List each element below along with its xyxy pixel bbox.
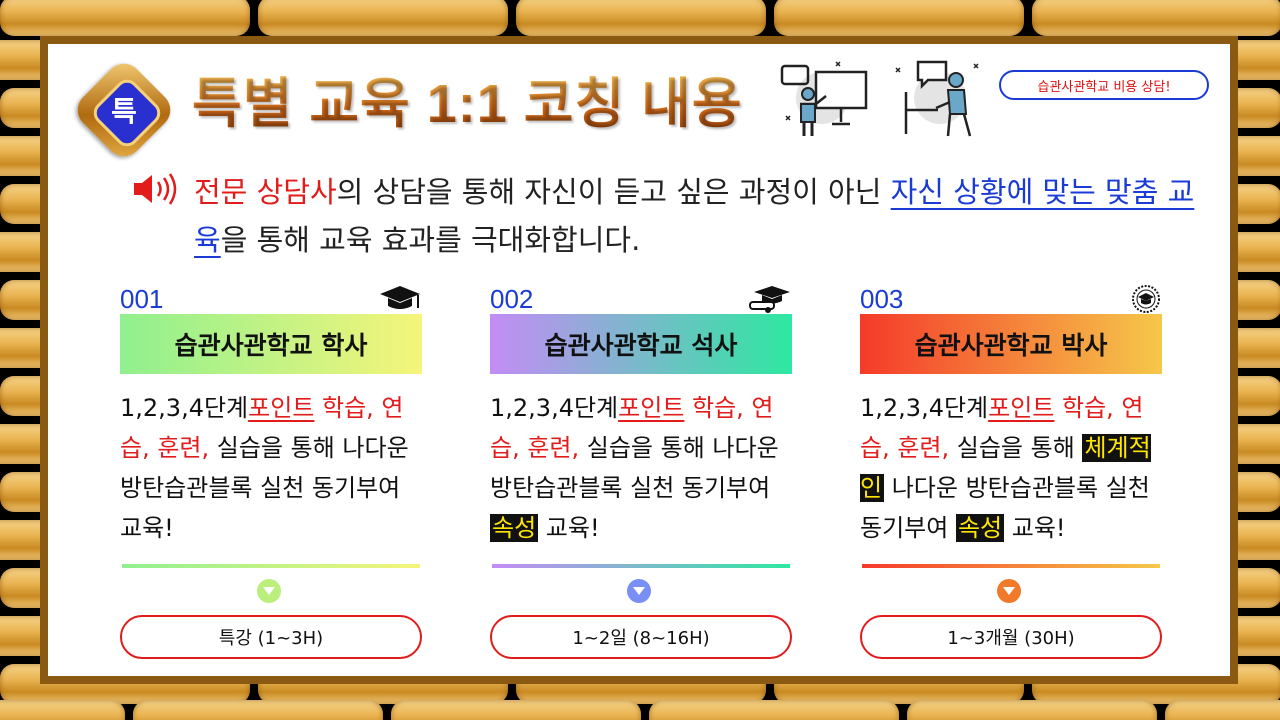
gold-tile <box>258 0 508 36</box>
desc-end: 교육! <box>538 514 600 542</box>
graduation-cap-icon <box>380 286 420 309</box>
course-description: 1,2,3,4단계포인트 학습, 연습, 훈련, 실습을 통해 나다운 방탄습관… <box>490 388 792 548</box>
divider-line <box>492 564 790 568</box>
desc-highlight-fast: 속성 <box>955 514 1005 542</box>
desc-point: 포인트 <box>248 394 315 422</box>
intro-highlight-counselor: 전문 상담사 <box>194 175 337 209</box>
desc-rest: 실습을 통해 나다운 방탄습관블록 실천 동기부여 <box>490 434 779 502</box>
presentation-teacher-icon <box>780 61 868 136</box>
course-title-bar: 습관사관학교 석사 <box>490 314 792 374</box>
course-number: 003 <box>860 284 904 314</box>
gold-tile <box>133 700 383 720</box>
intro-text-middle: 의 상담을 통해 자신이 듣고 싶은 과정이 아닌 <box>336 175 891 209</box>
intro-text: 전문 상담사의 상담을 통해 자신이 듣고 싶은 과정이 아닌 자신 상황에 맞… <box>194 168 1204 264</box>
gold-tile <box>1165 700 1280 720</box>
course-card-bachelor: 001 습관사관학교 학사 1,2,3,4단계포인트 학습, 연습, 훈련, 실… <box>120 284 422 664</box>
intro-highlight-custom: 자신 상황에 맞는 맞춤 교육 <box>194 175 1195 257</box>
duration-pill[interactable]: 1~2일 (8~16H) <box>490 615 792 659</box>
course-title: 습관사관학교 박사 <box>914 331 1108 360</box>
course-number: 002 <box>490 284 534 314</box>
desc-middle: 나다운 방탄습관블록 실천 동기부여 <box>860 474 1150 542</box>
chevron-down-icon <box>257 579 281 603</box>
desc-rest: 실습을 통해 <box>949 434 1083 462</box>
special-badge: 특 <box>70 56 178 164</box>
desc-steps: 1,2,3,4단계 <box>860 394 989 422</box>
graduation-diploma-icon <box>749 286 790 313</box>
graduation-seal-icon <box>1132 285 1160 313</box>
divider-line <box>122 564 420 568</box>
course-title-bar: 습관사관학교 박사 <box>860 314 1162 374</box>
desc-point: 포인트 <box>988 394 1055 422</box>
course-title-bar: 습관사관학교 학사 <box>120 314 422 374</box>
course-card-master: 002 습관사관학교 석사 1,2,3,4단계포인트 학습, 연습, 훈련, 실… <box>490 284 792 664</box>
gold-tile <box>391 700 641 720</box>
duration-pill[interactable]: 특강 (1~3H) <box>120 615 422 659</box>
chevron-down-icon <box>997 579 1021 603</box>
page-title: 특별 교육 1:1 코칭 내용 <box>192 68 743 140</box>
desc-point: 포인트 <box>618 394 685 422</box>
desc-steps: 1,2,3,4단계 <box>120 394 249 422</box>
course-card-doctor: 003 습관사관학교 박사 1,2,3,4단계포인트 학습, 연습, 훈련, 실… <box>860 284 1162 664</box>
desc-training: 학습, 연습, 훈련, <box>120 394 404 462</box>
desc-training: 학습, 연습, 훈련, <box>860 394 1144 462</box>
gold-tile <box>0 700 125 720</box>
desc-steps: 1,2,3,4단계 <box>490 394 619 422</box>
chevron-down-icon <box>627 579 651 603</box>
gold-tile <box>907 700 1157 720</box>
desc-end: 교육! <box>1004 514 1066 542</box>
gold-tile <box>649 700 899 720</box>
course-number: 001 <box>120 284 164 314</box>
course-description: 1,2,3,4단계포인트 학습, 연습, 훈련, 실습을 통해 체계적인 나다운… <box>860 388 1162 548</box>
duration-pill[interactable]: 1~3개월 (30H) <box>860 615 1162 659</box>
gold-tile <box>1032 0 1280 36</box>
course-description: 1,2,3,4단계포인트 학습, 연습, 훈련, 실습을 통해 나다운 방탄습관… <box>120 388 422 548</box>
speaker-icon <box>134 173 177 205</box>
consult-cost-button[interactable]: 습관사관학교 비용 상담! <box>999 70 1209 100</box>
gold-tile <box>774 0 1024 36</box>
desc-training: 학습, 연습, 훈련, <box>490 394 774 462</box>
gold-tile <box>0 0 250 36</box>
intro-text-end: 을 통해 교육 효과를 극대화합니다. <box>220 223 641 257</box>
course-title: 습관사관학교 석사 <box>544 331 738 360</box>
course-title: 습관사관학교 학사 <box>174 331 368 360</box>
desc-rest: 실습을 통해 나다운 방탄습관블록 실천 동기부여 교육! <box>120 434 409 542</box>
badge-label: 특 <box>111 96 137 127</box>
chat-person-icon <box>895 60 979 137</box>
divider-line <box>862 564 1160 568</box>
gold-tile <box>516 0 766 36</box>
desc-highlight-fast: 속성 <box>490 514 539 542</box>
